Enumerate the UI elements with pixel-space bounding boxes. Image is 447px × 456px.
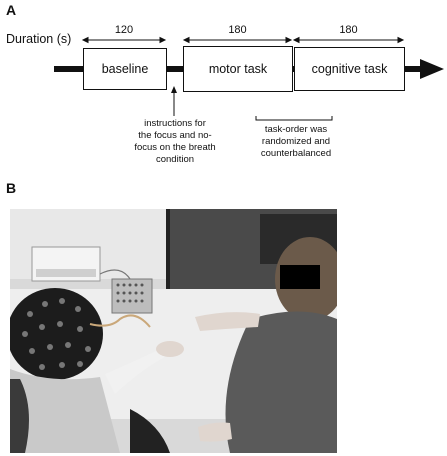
task-order-note-line: counterbalanced: [260, 148, 332, 159]
instructions-note-line: focus on the breath: [134, 142, 216, 153]
experiment-photo: [10, 209, 337, 453]
motor-span-right-head: [285, 36, 293, 44]
participant-body: [10, 369, 120, 453]
experimenter-body: [225, 311, 337, 453]
motor-task-box: motor task: [183, 46, 293, 92]
baseline-box-label: baseline: [101, 62, 149, 76]
instructions-note-line: instructions for: [144, 118, 206, 129]
panel-a-label: A: [6, 2, 17, 18]
experiment-photo-illustration: [10, 209, 337, 453]
task-order-note: task-order was randomized and counterbal…: [248, 124, 344, 160]
motor-task-box-label: motor task: [208, 62, 268, 76]
experimenter-hand: [195, 312, 260, 331]
instructions-marker-head: [171, 86, 177, 93]
task-order-note-line: task-order was: [264, 124, 328, 135]
cognitive-task-box-label: cognitive task: [311, 62, 388, 76]
motor-span-left-head: [182, 36, 190, 44]
instructions-note-line: the focus and no-: [138, 130, 212, 141]
baseline-duration: 120: [114, 24, 134, 36]
cognitive-span-left-head: [292, 36, 300, 44]
cognitive-duration: 180: [339, 24, 358, 36]
face-censor-bar: [280, 265, 320, 289]
instructions-note-line: condition: [155, 154, 195, 165]
baseline-span-right-head: [159, 36, 167, 44]
baseline-span-left-head: [81, 36, 89, 44]
cognitive-span-right-head: [397, 36, 405, 44]
cognitive-task-box: cognitive task: [294, 47, 405, 91]
panel-b-label: B: [6, 180, 17, 196]
duration-axis-label: Duration (s): [6, 32, 72, 46]
task-order-bracket: [255, 116, 333, 121]
task-order-note-line: randomized and: [261, 136, 331, 147]
motor-duration: 180: [228, 24, 247, 36]
timeline-arrow-head: [420, 59, 444, 79]
instructions-note: instructions for the focus and no- focus…: [122, 118, 228, 166]
participant-hand: [156, 341, 184, 357]
baseline-box: baseline: [83, 48, 167, 90]
